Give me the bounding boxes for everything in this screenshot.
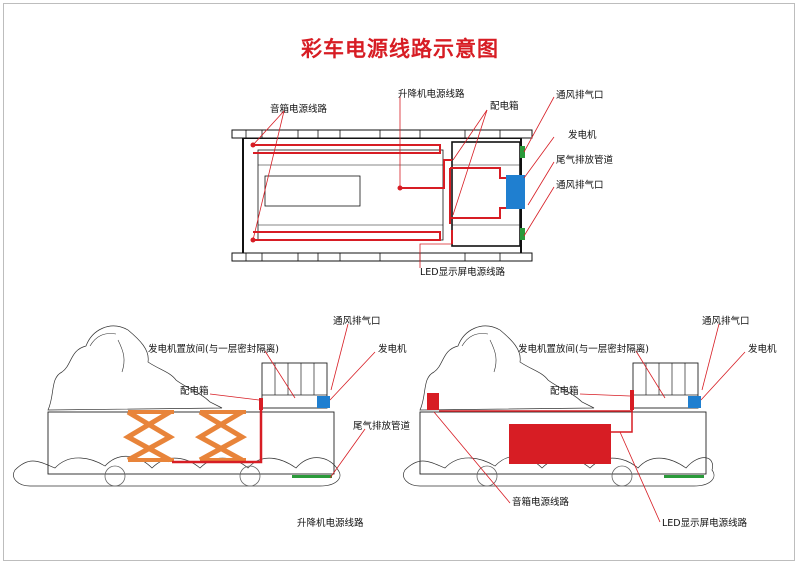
page-border xyxy=(3,3,795,561)
right-wheel-2 xyxy=(611,465,633,487)
right-generator-room xyxy=(632,362,699,409)
left-leaders xyxy=(209,323,376,479)
label-top-audio-line: 音箱电源线路 xyxy=(270,104,328,115)
right-led-screen xyxy=(509,424,611,464)
label-left-generator: 发电机 xyxy=(378,344,407,355)
left-hull xyxy=(47,411,335,475)
top-view-vent-top xyxy=(520,146,525,158)
label-left-caption: 升降机电源线路 xyxy=(297,518,364,529)
label-right-led-line: LED显示屏电源线路 xyxy=(662,518,748,529)
left-distribution-box xyxy=(259,398,263,410)
left-exhaust-pipe xyxy=(292,475,332,478)
label-left-vent: 通风排气口 xyxy=(333,316,381,327)
left-generator-room xyxy=(261,362,328,409)
right-sculpture xyxy=(419,325,595,411)
left-side-view xyxy=(13,323,376,487)
top-view-diagram xyxy=(231,96,555,268)
label-right-generator-room: 发电机置放间(与一层密封隔离) xyxy=(518,344,649,355)
label-right-generator: 发电机 xyxy=(748,344,777,355)
top-view-lift-platform xyxy=(264,175,361,207)
label-top-generator: 发电机 xyxy=(568,130,597,141)
label-left-distribution-box: 配电箱 xyxy=(180,386,209,397)
right-exhaust-pipe xyxy=(664,475,704,478)
right-side-view xyxy=(403,323,746,523)
label-top-exhaust-pipe: 尾气排放管道 xyxy=(556,155,614,166)
right-leaders xyxy=(433,323,746,523)
label-right-vent: 通风排气口 xyxy=(702,316,750,327)
label-right-distribution-box: 配电箱 xyxy=(550,386,579,397)
right-generator xyxy=(688,396,701,408)
left-wheel-1 xyxy=(104,465,126,487)
label-left-exhaust-pipe: 尾气排放管道 xyxy=(353,421,411,432)
top-view-leaders xyxy=(252,96,555,268)
top-view-rails xyxy=(231,129,533,262)
top-view-vent-bottom xyxy=(520,228,525,240)
label-right-audio-line: 音箱电源线路 xyxy=(512,497,570,508)
top-view-generator xyxy=(506,175,525,209)
right-audio-box xyxy=(427,393,439,410)
right-wheel-1 xyxy=(476,465,498,487)
right-ground-decor xyxy=(403,456,715,487)
left-wheel-2 xyxy=(239,465,261,487)
label-left-generator-room: 发电机置放间(与一层密封隔离) xyxy=(148,344,279,355)
left-sculpture xyxy=(47,325,223,411)
right-power-lines xyxy=(439,410,633,433)
label-top-vent-top: 通风排气口 xyxy=(556,90,604,101)
left-power-line xyxy=(172,410,263,464)
right-distribution-box xyxy=(630,390,634,410)
right-hull xyxy=(419,411,707,475)
label-top-led-line: LED显示屏电源线路 xyxy=(420,267,506,278)
top-view-power-lines xyxy=(253,144,506,244)
left-ground-decor xyxy=(13,456,341,487)
left-generator xyxy=(317,396,330,408)
label-top-lift-line: 升降机电源线路 xyxy=(398,89,465,100)
top-view-hull xyxy=(242,137,522,255)
label-top-vent-bottom: 通风排气口 xyxy=(556,180,604,191)
label-top-distribution-box: 配电箱 xyxy=(490,101,519,112)
left-lift-scissors xyxy=(122,409,248,463)
page-title: 彩车电源线路示意图 xyxy=(301,37,499,61)
